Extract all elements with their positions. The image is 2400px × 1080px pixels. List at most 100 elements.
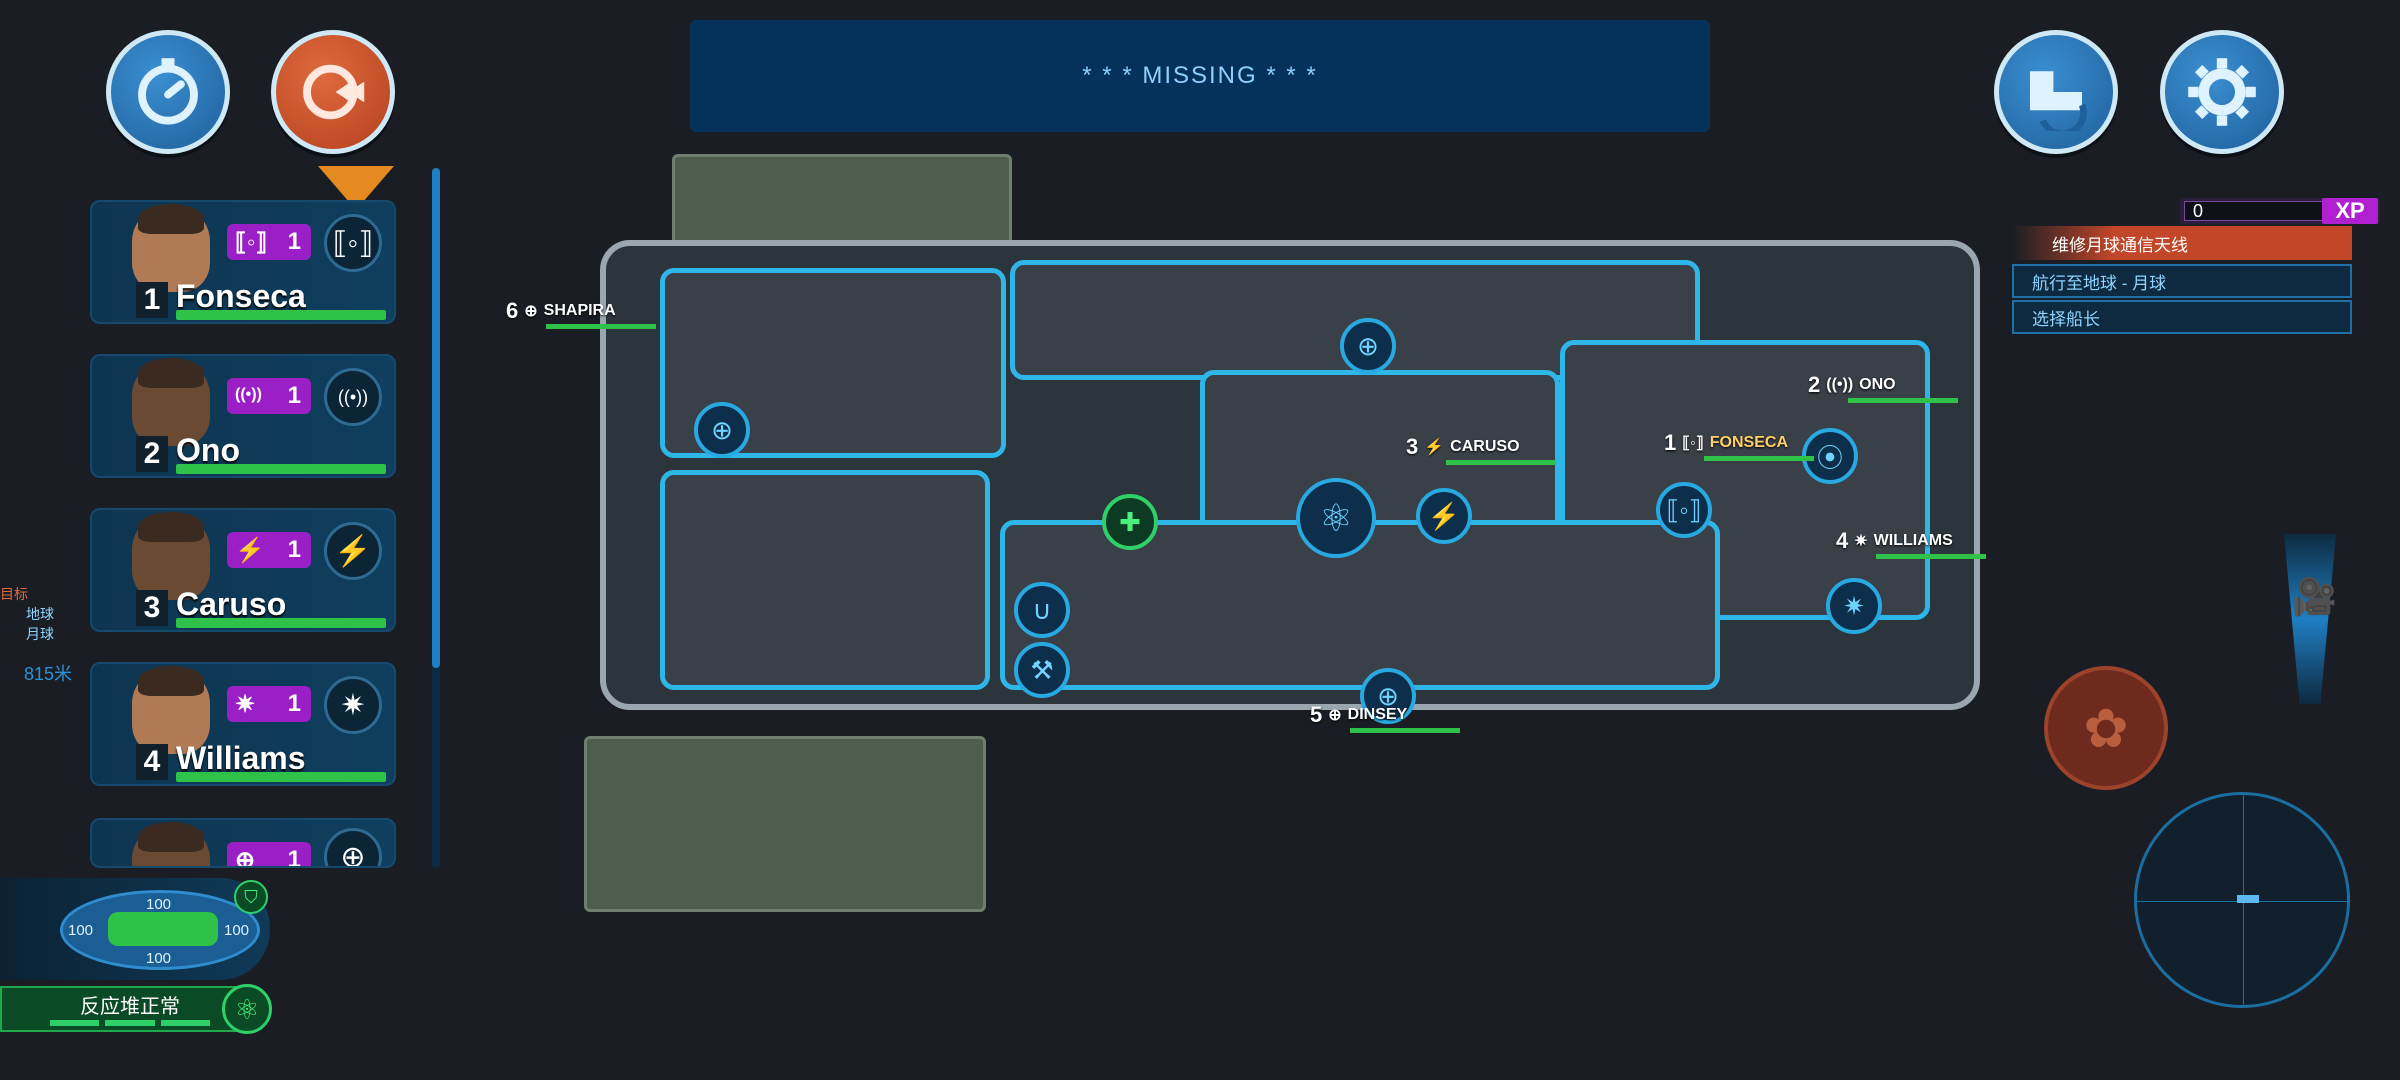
cargo-container [584, 736, 986, 912]
ship-marker-icon [2237, 895, 2259, 903]
crew-list-scroll-thumb[interactable] [432, 168, 440, 668]
reactor-icon[interactable]: ⚛ [1296, 478, 1376, 558]
signal-icon: ((•)) [1826, 376, 1854, 393]
target-icon[interactable]: ⊕ [694, 402, 750, 458]
target-icon: ⊕ [235, 847, 256, 868]
signal-icon: ((•)) [337, 386, 369, 407]
hull-shape [108, 912, 218, 946]
mission-item[interactable]: 航行至地球 - 月球 [2012, 264, 2352, 298]
crew-number: 1 [136, 282, 168, 318]
target-icon: ⊕ [524, 303, 538, 320]
ship-crew-tag: 2((•))ONO [1808, 372, 1958, 403]
engineering-icon: ⟦◦⟧ [332, 226, 374, 260]
flower-icon: ✿ [2083, 698, 2129, 759]
target-line2: 月球 [26, 626, 54, 642]
skill-button[interactable]: ⚡ [324, 522, 382, 580]
room[interactable] [1200, 370, 1560, 570]
camera-zoom-slider[interactable] [2284, 534, 2336, 704]
magnet-icon[interactable]: ∪ [1014, 582, 1070, 638]
room[interactable] [1560, 340, 1930, 620]
ship-hull [600, 240, 1980, 710]
missing-banner: * * * MISSING * * * [690, 20, 1710, 132]
target-distance: 815米 [24, 664, 73, 684]
signal-icon[interactable]: ⦿ [1802, 428, 1858, 484]
health-bar [176, 772, 386, 782]
skill-level-badge: ((•))1 [227, 378, 311, 414]
skill-level-badge: ⟦◦⟧1 [227, 224, 311, 260]
avatar [132, 822, 210, 866]
science-icon[interactable]: ✷ [1826, 578, 1882, 634]
skill-level-badge: ✷1 [227, 686, 311, 722]
skill-button[interactable]: ⊕ [324, 828, 382, 868]
repair-icon: ⚡ [235, 537, 265, 564]
skill-button[interactable]: ✷ [324, 676, 382, 734]
crew-card-williams[interactable]: ✷1 ✷ 4 Williams [90, 662, 396, 786]
medical-icon[interactable]: ✚ [1102, 494, 1158, 550]
skill-level-badge: ⚡1 [227, 532, 311, 568]
health-bar [176, 310, 386, 320]
reactor-level-bar [50, 1020, 210, 1026]
avatar [132, 666, 210, 754]
engineering-icon: ⟦◦⟧ [235, 229, 268, 256]
shield-icon: ⛉ [234, 880, 268, 914]
target-panel: 目标 地球 月球 815米 [0, 584, 90, 694]
return-ship-button[interactable] [1994, 30, 2118, 154]
reactor-status [0, 986, 262, 1032]
science-icon: ✷ [235, 691, 256, 718]
gear-icon [2188, 58, 2256, 126]
skill-button[interactable]: ⟦◦⟧ [324, 214, 382, 272]
action-button[interactable]: ✿ [2044, 666, 2168, 790]
room[interactable] [1000, 520, 1720, 690]
mission-active[interactable]: 维修月球通信天线 [2012, 226, 2352, 260]
xp-label: XP [2322, 198, 2378, 224]
crew-number: 4 [136, 744, 168, 780]
ship-return-icon [2030, 71, 2087, 131]
avatar [132, 204, 210, 292]
tools-icon[interactable]: ⚒ [1014, 642, 1070, 698]
target-label: 目标 [0, 586, 28, 602]
slow-time-button[interactable] [106, 30, 230, 154]
crew-name: Caruso [176, 586, 287, 622]
settings-button[interactable] [2160, 30, 2284, 154]
mission-item[interactable]: 选择船长 [2012, 300, 2352, 334]
engineering-icon[interactable]: ⟦◦⟧ [1656, 482, 1712, 538]
health-bar [176, 464, 386, 474]
fast-forward-button[interactable] [271, 30, 395, 154]
repair-icon[interactable]: ⚡ [1416, 488, 1472, 544]
cargo-container [672, 154, 1012, 246]
banner-text: * * * MISSING * * * [1082, 62, 1318, 89]
hull-top: 100 [146, 896, 172, 913]
room[interactable] [660, 470, 990, 690]
stopwatch-icon [138, 58, 198, 125]
hull-right: 100 [224, 922, 250, 939]
crew-card-caruso[interactable]: ⚡1 ⚡ 3 Caruso [90, 508, 396, 632]
crew-number: 2 [136, 436, 168, 472]
hull-left: 100 [68, 922, 94, 939]
camera-icon: 🎥 [2292, 576, 2337, 617]
minimap[interactable] [2134, 792, 2350, 1008]
crew-name: Williams [176, 740, 306, 776]
science-icon: ✷ [340, 688, 366, 722]
target-icon: ⊕ [1328, 707, 1342, 724]
repair-icon: ⚡ [334, 534, 372, 568]
crew-card-partial[interactable]: ⊕1 ⊕ [90, 818, 396, 868]
skill-button[interactable]: ((•)) [324, 368, 382, 426]
signal-icon: ((•)) [235, 386, 262, 403]
science-icon: ✷ [1854, 533, 1868, 550]
room[interactable] [660, 268, 1006, 458]
target-icon: ⊕ [340, 840, 366, 868]
skill-level-badge: ⊕1 [227, 842, 311, 868]
crew-card-ono[interactable]: ((•))1 ((•)) 2 Ono [90, 354, 396, 478]
target-icon[interactable]: ⊕ [1340, 318, 1396, 374]
fast-forward-icon [303, 64, 365, 120]
ship-crew-tag: 4✷WILLIAMS [1836, 528, 1986, 559]
ship-crew-tag: 3⚡CARUSO [1406, 434, 1556, 465]
reactor-status-label: 反应堆正常 [80, 996, 180, 1018]
crew-card-fonseca[interactable]: ⟦◦⟧1 ⟦◦⟧ 1 Fonseca [90, 200, 396, 324]
reactor-icon: ⚛ [222, 984, 272, 1034]
room[interactable] [1010, 260, 1700, 380]
crew-name: Ono [176, 432, 240, 468]
ship-crew-tag: 6⊕SHAPIRA [506, 298, 656, 329]
target-icon[interactable]: ⊕ [1360, 668, 1416, 724]
engineering-icon: ⟦◦⟧ [1682, 435, 1704, 452]
